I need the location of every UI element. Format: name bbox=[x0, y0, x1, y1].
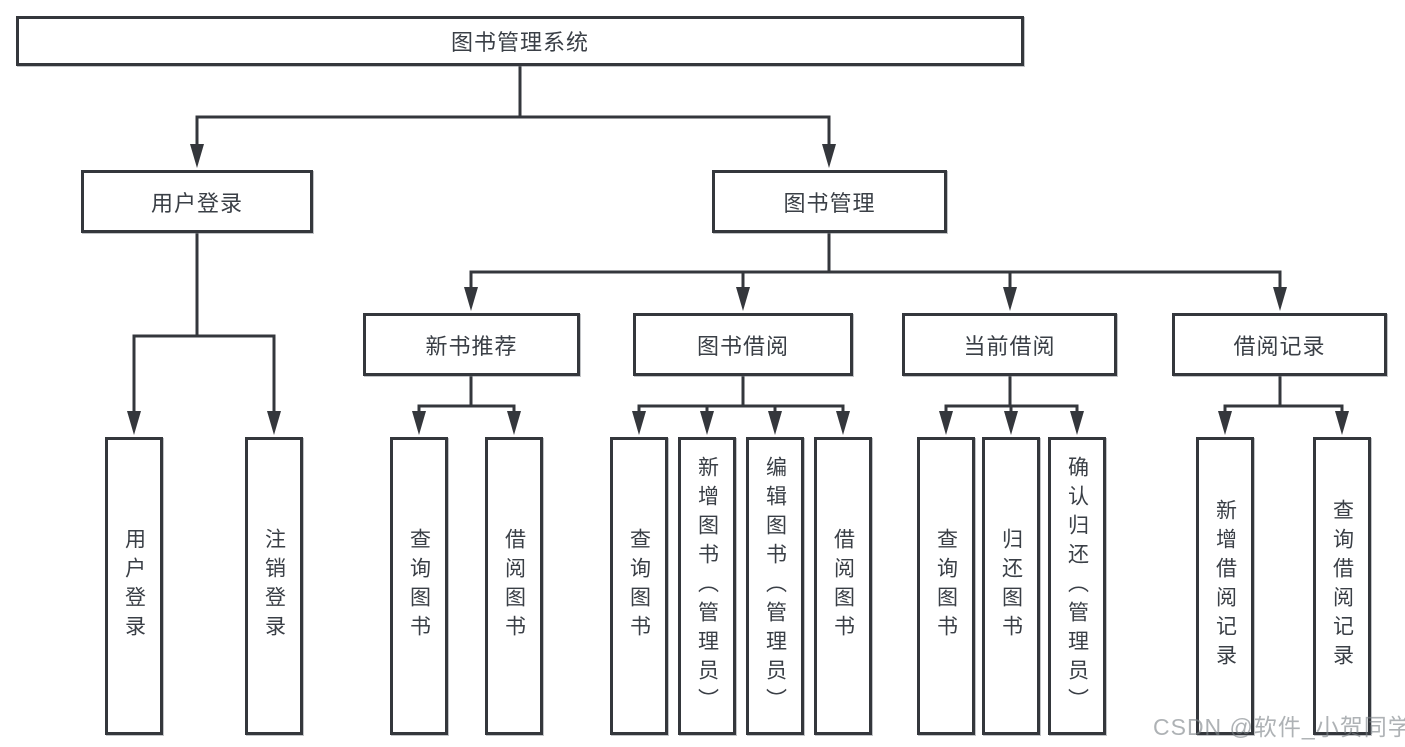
leaf-borrow-borrow-books-label: 借阅图书 bbox=[831, 528, 855, 644]
leaf-current-confirm-return-admin-label: 确认归还（管理员） bbox=[1065, 455, 1089, 717]
node-borrow-records-label: 借阅记录 bbox=[1233, 333, 1326, 359]
node-book-borrow-label: 图书借阅 bbox=[696, 333, 789, 359]
leaf-current-confirm-return-admin: 确认归还（管理员） bbox=[1048, 437, 1106, 735]
leaf-logout-label: 注销登录 bbox=[262, 528, 286, 644]
leaf-recommend-query-books-label: 查询图书 bbox=[407, 528, 431, 644]
node-new-book-recommend: 新书推荐 bbox=[363, 313, 580, 376]
leaf-recommend-query-books: 查询图书 bbox=[390, 437, 448, 735]
node-new-book-recommend-label: 新书推荐 bbox=[425, 333, 518, 359]
leaf-current-return-books-label: 归还图书 bbox=[999, 528, 1023, 644]
node-book-borrow: 图书借阅 bbox=[633, 313, 853, 376]
node-current-borrow: 当前借阅 bbox=[902, 313, 1117, 376]
leaf-records-add-record-label: 新增借阅记录 bbox=[1213, 499, 1237, 673]
leaf-records-query-record: 查询借阅记录 bbox=[1313, 437, 1371, 735]
node-root-label: 图书管理系统 bbox=[450, 30, 589, 55]
leaf-borrow-query-books: 查询图书 bbox=[610, 437, 668, 735]
leaf-borrow-add-books-admin-label: 新增图书（管理员） bbox=[695, 455, 719, 717]
leaf-user-login: 用户登录 bbox=[105, 437, 163, 735]
leaf-borrow-add-books-admin: 新增图书（管理员） bbox=[678, 437, 736, 735]
node-book-management-label: 图书管理 bbox=[783, 190, 876, 216]
leaf-current-query-books: 查询图书 bbox=[917, 437, 975, 735]
leaf-borrow-edit-books-admin-label: 编辑图书（管理员） bbox=[763, 455, 787, 717]
leaf-records-query-record-label: 查询借阅记录 bbox=[1330, 499, 1354, 673]
leaf-borrow-borrow-books: 借阅图书 bbox=[814, 437, 872, 735]
leaf-user-login-label: 用户登录 bbox=[122, 528, 146, 644]
leaf-current-return-books: 归还图书 bbox=[982, 437, 1040, 735]
node-user-login: 用户登录 bbox=[81, 170, 313, 233]
node-borrow-records: 借阅记录 bbox=[1172, 313, 1387, 376]
csdn-watermark: CSDN @软件_小贺同学 bbox=[1153, 714, 1405, 740]
leaf-current-query-books-label: 查询图书 bbox=[934, 528, 958, 644]
leaf-recommend-borrow-books: 借阅图书 bbox=[485, 437, 543, 735]
leaf-borrow-edit-books-admin: 编辑图书（管理员） bbox=[746, 437, 804, 735]
node-current-borrow-label: 当前借阅 bbox=[963, 333, 1056, 359]
leaf-borrow-query-books-label: 查询图书 bbox=[627, 528, 651, 644]
leaf-records-add-record: 新增借阅记录 bbox=[1196, 437, 1254, 735]
node-user-login-label: 用户登录 bbox=[150, 190, 243, 216]
node-root-system: 图书管理系统 bbox=[16, 16, 1024, 66]
leaf-logout: 注销登录 bbox=[245, 437, 303, 735]
node-book-management: 图书管理 bbox=[712, 170, 947, 233]
leaf-recommend-borrow-books-label: 借阅图书 bbox=[502, 528, 526, 644]
